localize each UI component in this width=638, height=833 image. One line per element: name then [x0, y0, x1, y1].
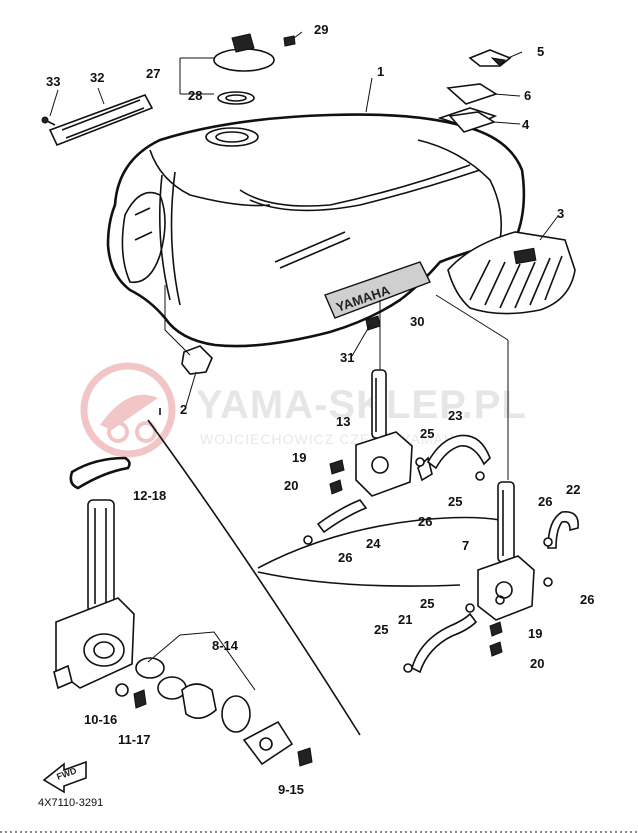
callout-4: 4 — [522, 117, 530, 132]
fuel-tank — [106, 107, 526, 348]
callout-12-18: 12-18 — [133, 488, 166, 503]
callout-23: 23 — [448, 408, 462, 423]
callout-29: 29 — [314, 22, 328, 37]
leader-lines — [147, 294, 509, 736]
fuel-cap — [213, 33, 296, 105]
callout-20a: 20 — [284, 478, 298, 493]
callout-3: 3 — [557, 206, 564, 221]
callout-25d: 25 — [374, 622, 388, 637]
callout-22: 22 — [566, 482, 580, 497]
callout-26a: 26 — [418, 514, 432, 529]
heat-shield — [447, 231, 576, 315]
callout-21: 21 — [398, 612, 412, 627]
watermark-logo — [80, 362, 176, 458]
callout-labels: 1 2 3 4 5 6 7 8-14 9-15 10-16 11-17 12-1… — [46, 22, 594, 797]
callout-25b: 25 — [448, 494, 462, 509]
callout-28: 28 — [188, 88, 202, 103]
callout-33: 33 — [46, 74, 60, 89]
callout-8-14: 8-14 — [212, 638, 239, 653]
callout-10-16: 10-16 — [84, 712, 117, 727]
callout-25c: 25 — [420, 596, 434, 611]
fuel-cock-detail — [53, 456, 313, 767]
callout-30: 30 — [410, 314, 424, 329]
callout-26c: 26 — [338, 550, 352, 565]
callout-24: 24 — [366, 536, 381, 551]
callout-13: 13 — [336, 414, 350, 429]
callout-11-17: 11-17 — [118, 732, 151, 747]
callout-27: 27 — [146, 66, 160, 81]
callout-9-15: 9-15 — [278, 782, 304, 797]
callout-5: 5 — [537, 44, 544, 59]
fuel-hoses — [316, 434, 579, 674]
front-direction-arrow: FWD — [42, 760, 87, 794]
callout-2: 2 — [180, 402, 187, 417]
callout-1: 1 — [377, 64, 384, 79]
fuel-cock-left — [329, 369, 433, 497]
callout-25a: 25 — [420, 426, 434, 441]
hose-clips — [303, 457, 553, 673]
part-code: 4X7110-3291 — [38, 797, 103, 809]
callout-26d: 26 — [580, 592, 594, 607]
callout-leaders — [49, 31, 559, 407]
callout-19b: 19 — [528, 626, 542, 641]
tank-top-parts — [446, 49, 512, 133]
damper — [164, 285, 213, 375]
callout-26b: 26 — [538, 494, 552, 509]
callout-20b: 20 — [530, 656, 544, 671]
callout-31: 31 — [340, 350, 354, 365]
callout-19a: 19 — [292, 450, 306, 465]
callout-7: 7 — [462, 538, 469, 553]
damper-strip — [41, 94, 154, 147]
watermark-main-text: YAMA-SKLEP.PL — [196, 383, 527, 427]
callout-32: 32 — [90, 70, 104, 85]
fuel-cock-right — [477, 481, 535, 657]
callout-6: 6 — [524, 88, 531, 103]
